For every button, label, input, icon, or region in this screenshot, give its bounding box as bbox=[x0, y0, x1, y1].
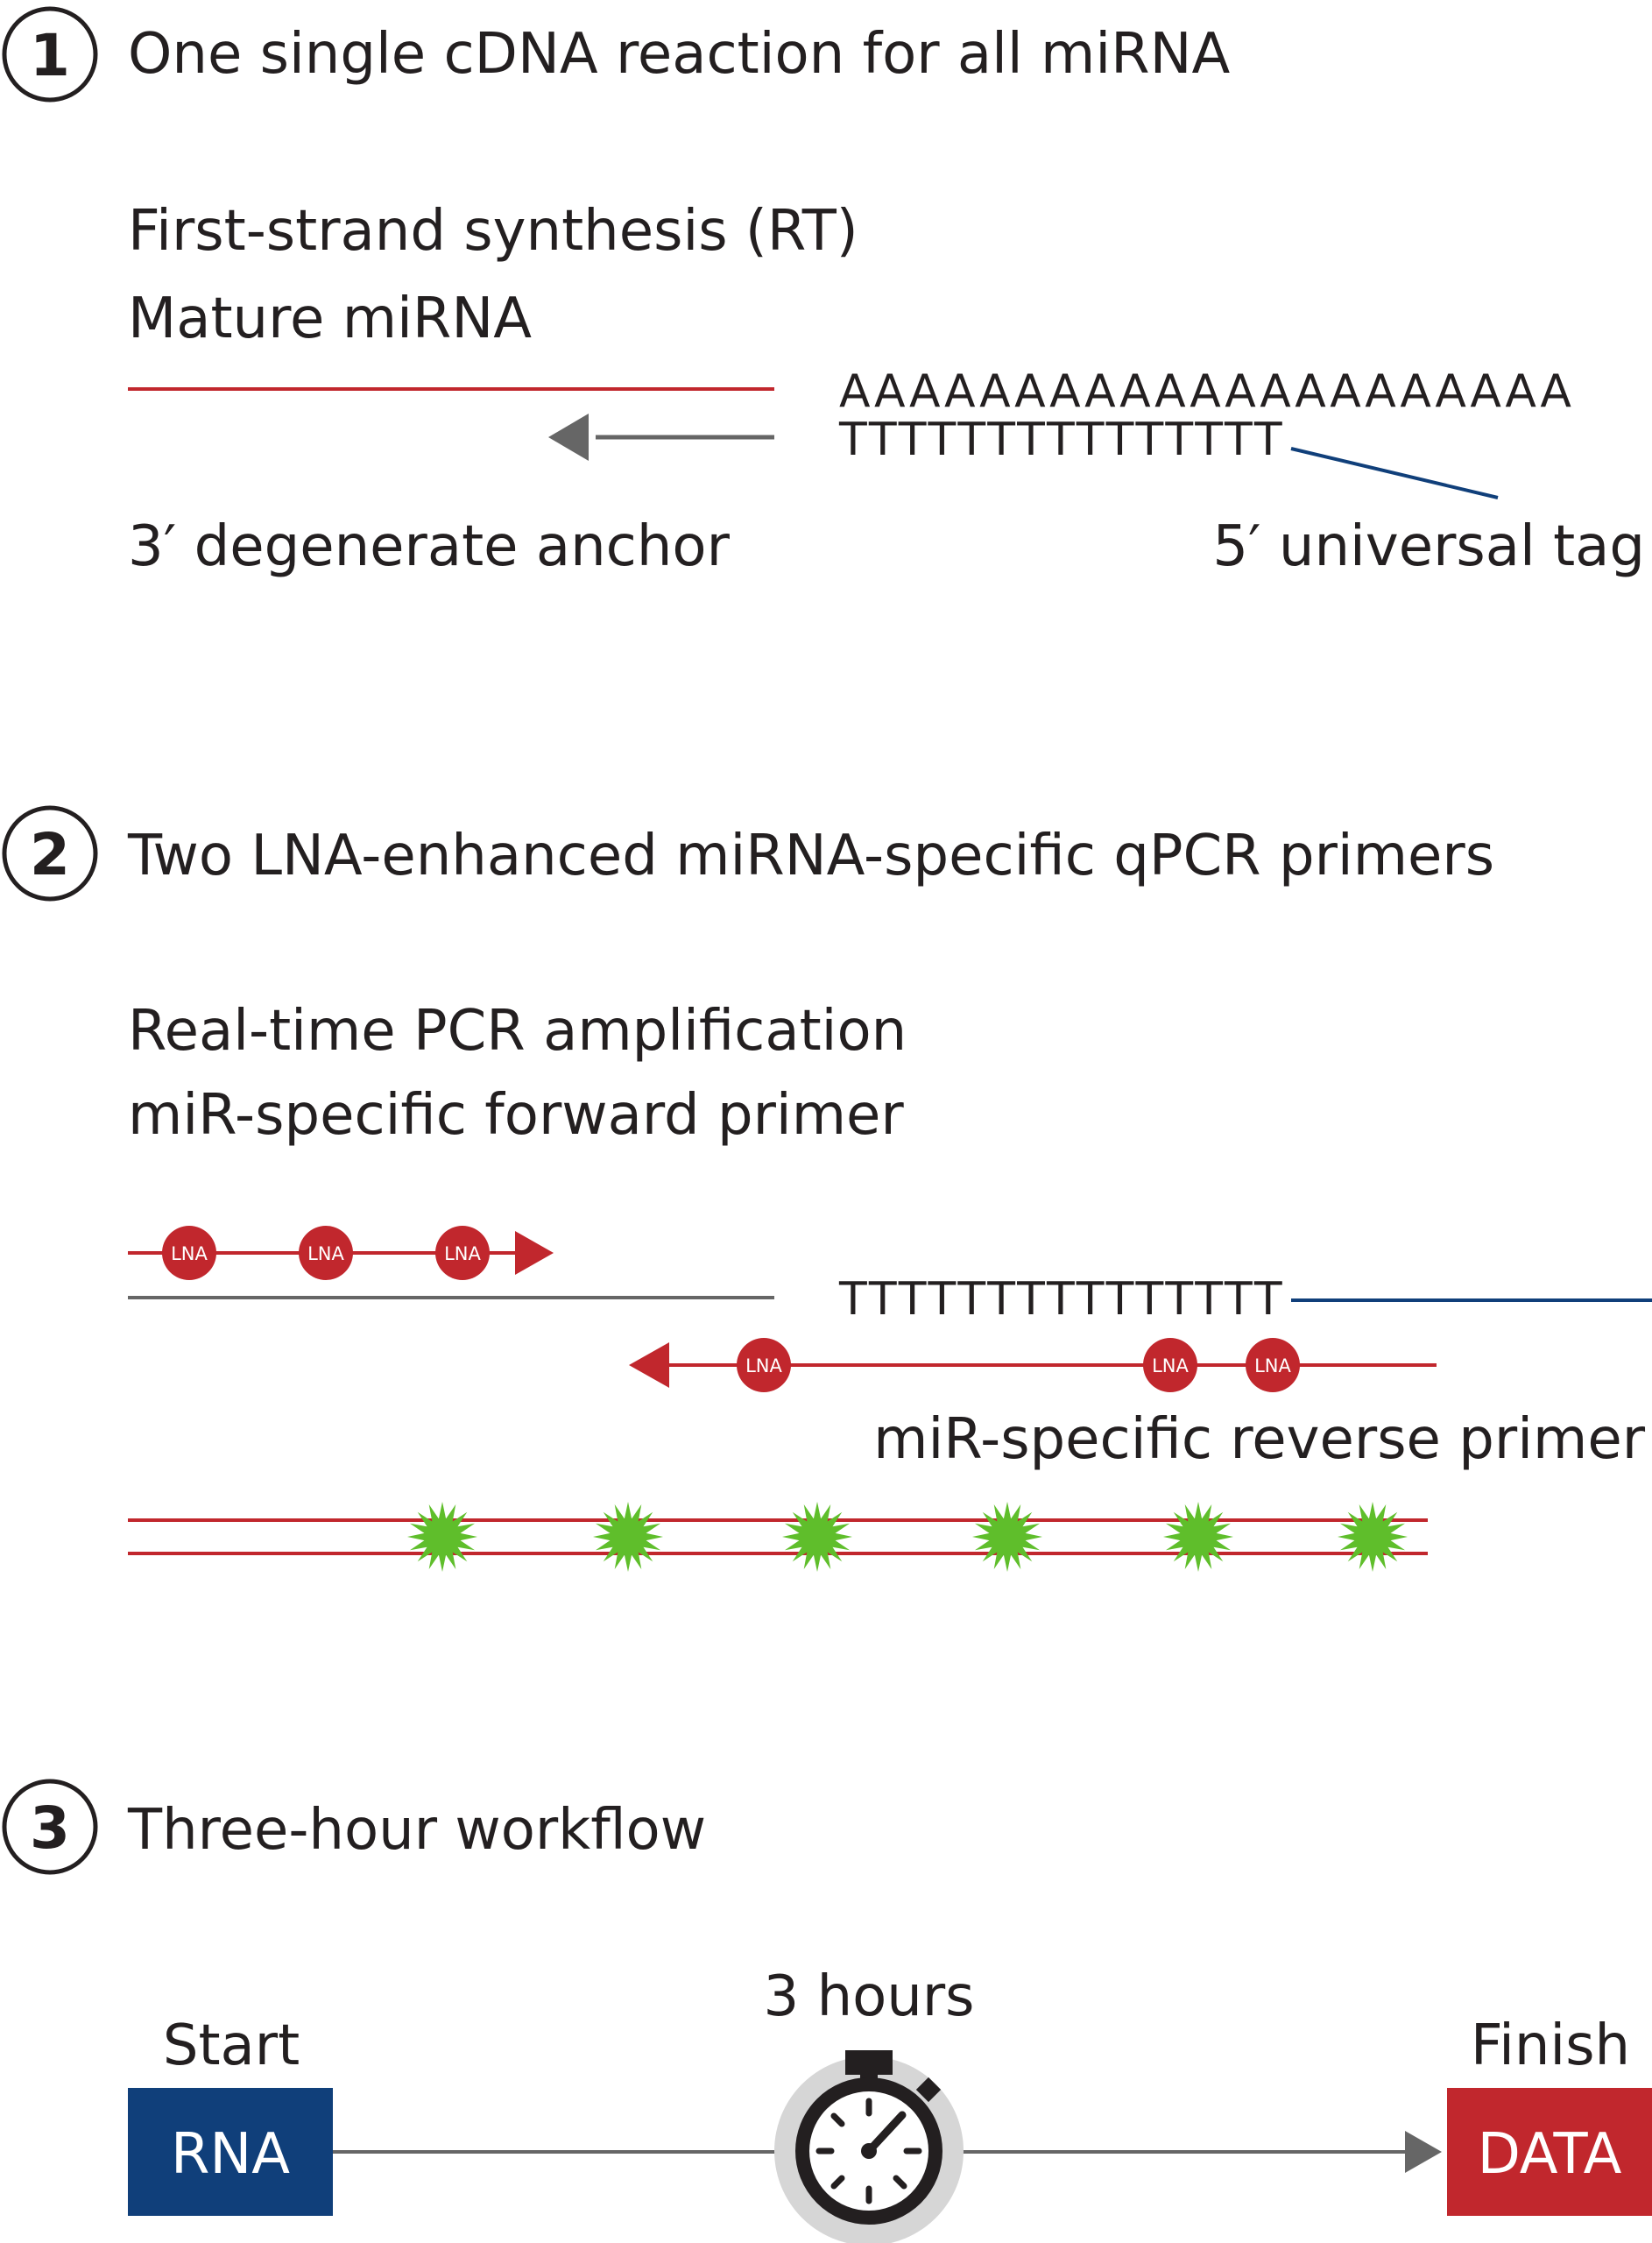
timeline-arrowhead-icon bbox=[1405, 2131, 1442, 2173]
reverse-primer: LNA LNA LNA bbox=[629, 1338, 1437, 1392]
lna-marker-icon: LNA bbox=[162, 1226, 216, 1280]
step-3-number-circle bbox=[2, 1779, 98, 1875]
lna-marker-icon: LNA bbox=[1246, 1338, 1300, 1392]
lna-label: LNA bbox=[1152, 1355, 1189, 1376]
lna-label: LNA bbox=[1254, 1355, 1291, 1376]
step-1-title: One single cDNA reaction for all miRNA bbox=[128, 22, 1231, 87]
poly-t-primer: TTTTTTTTTTTTTTT bbox=[838, 414, 1285, 466]
poly-a-tail: AAAAAAAAAAAAAAAAAAAAA bbox=[839, 365, 1574, 418]
universal-tag-label: 5′ universal tag bbox=[1212, 514, 1645, 579]
universal-tag-pointer bbox=[1290, 447, 1499, 499]
finish-label: Finish bbox=[1471, 2013, 1630, 2078]
step-1-number-circle bbox=[2, 6, 98, 103]
lna-marker-icon: LNA bbox=[1143, 1338, 1197, 1392]
lna-marker-icon: LNA bbox=[435, 1226, 490, 1280]
lna-label: LNA bbox=[307, 1243, 344, 1264]
fluorescence-burst-icon bbox=[1163, 1502, 1233, 1572]
lna-label: LNA bbox=[444, 1243, 481, 1264]
step-2-title: Two LNA-enhanced miRNA-specific qPCR pri… bbox=[127, 824, 1494, 888]
step-2-number: 2 bbox=[30, 821, 70, 888]
mature-mirna-label: Mature miRNA bbox=[128, 287, 532, 351]
forward-primer-label: miR-specific forward primer bbox=[128, 1083, 904, 1148]
reverse-arrowhead-icon bbox=[629, 1342, 669, 1388]
fluorescence-burst-icon bbox=[972, 1502, 1042, 1572]
lna-label: LNA bbox=[745, 1355, 782, 1376]
stopwatch-icon bbox=[774, 2050, 964, 2243]
step-1-number: 1 bbox=[30, 22, 70, 89]
step-3-number: 3 bbox=[30, 1794, 70, 1862]
fluorescence-burst-icon bbox=[1338, 1502, 1408, 1572]
data-box bbox=[1447, 2088, 1652, 2216]
step-3: 3 Three-hour workflow 3 hours Start Fini… bbox=[2, 1779, 1652, 2243]
step-2: 2 Two LNA-enhanced miRNA-specific qPCR p… bbox=[2, 805, 1652, 1572]
fluorescence-burst-icon bbox=[782, 1502, 852, 1572]
degenerate-anchor-label: 3′ degenerate anchor bbox=[128, 514, 731, 579]
step-2-number-circle bbox=[2, 805, 98, 902]
start-label: Start bbox=[163, 2013, 300, 2078]
rna-box-label: RNA bbox=[171, 2122, 290, 2187]
forward-primer: LNA LNA LNA bbox=[128, 1226, 554, 1280]
fluorescence-burst-icon bbox=[407, 1502, 477, 1572]
step-3-title: Three-hour workflow bbox=[127, 1798, 706, 1863]
lna-marker-icon: LNA bbox=[299, 1226, 353, 1280]
lna-marker-icon: LNA bbox=[737, 1338, 791, 1392]
data-box-label: DATA bbox=[1478, 2122, 1622, 2187]
reverse-primer-label: miR-specific reverse primer bbox=[873, 1407, 1646, 1472]
poly-t-template: TTTTTTTTTTTTTTT bbox=[838, 1273, 1285, 1326]
fluorescence-bursts bbox=[407, 1502, 1408, 1572]
step-1: 1 One single cDNA reaction for all miRNA… bbox=[2, 6, 1645, 579]
lna-label: LNA bbox=[171, 1243, 208, 1264]
real-time-pcr-label: Real-time PCR amplification bbox=[128, 999, 907, 1064]
duration-label: 3 hours bbox=[764, 1964, 975, 2029]
rna-box bbox=[128, 2088, 333, 2216]
fluorescence-burst-icon bbox=[593, 1502, 663, 1572]
forward-arrowhead-icon bbox=[515, 1231, 554, 1275]
rt-arrowhead-icon bbox=[548, 414, 589, 461]
first-strand-synthesis-label: First-strand synthesis (RT) bbox=[128, 199, 858, 264]
